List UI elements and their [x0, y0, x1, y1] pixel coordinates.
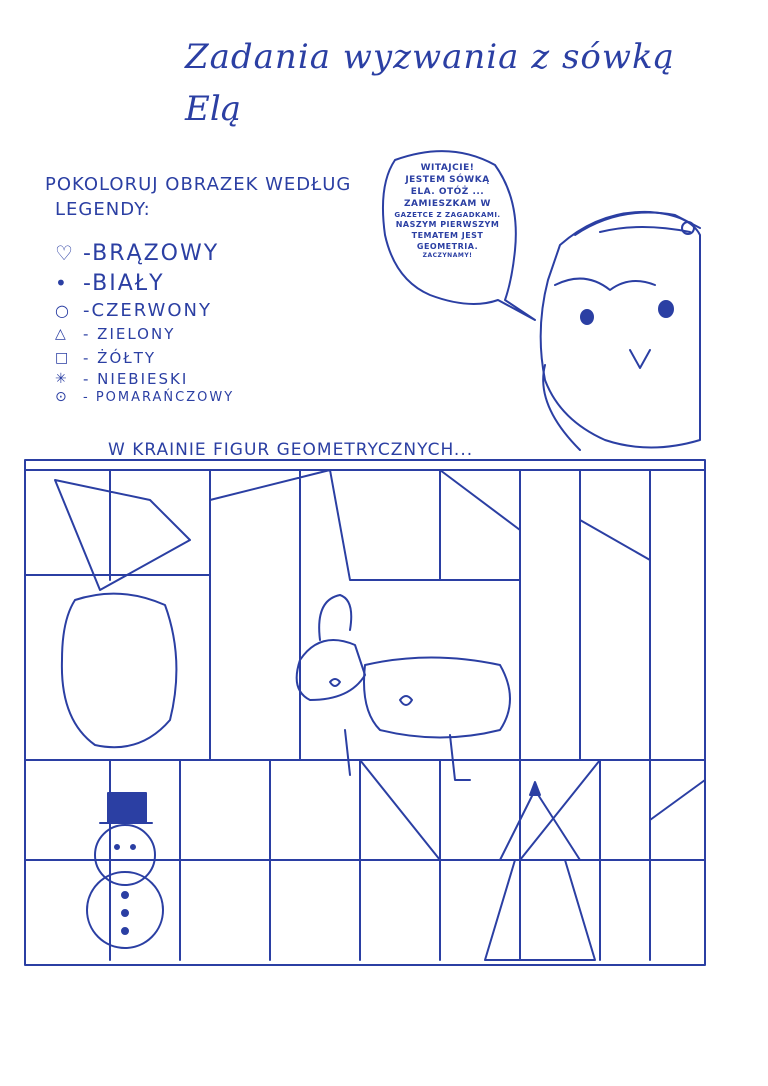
bubble-line: ELA. OTÓŻ ...	[410, 187, 485, 198]
legend-row-orange: ⊙ - POMARAŃCZOWY	[55, 388, 234, 406]
bubble-line: GEOMETRIA.	[416, 241, 479, 251]
owl-head	[539, 210, 701, 449]
legend-row-red: ○ -CZERWONY	[55, 298, 234, 322]
bubble-line: GAZETCE Z ZAGADKAMI.	[394, 210, 501, 219]
legend-label: - NIEBIESKI	[83, 370, 189, 388]
patchwork-lines	[24, 469, 706, 961]
cloud-shape	[60, 592, 178, 749]
christmas-tree	[484, 781, 596, 961]
reindeer	[295, 594, 511, 781]
instructions-line-2: LEGENDY:	[55, 199, 151, 221]
owl-hat	[574, 211, 701, 236]
legend-label: - ZIELONY	[83, 325, 176, 343]
legend-row-green: △ - ZIELONY	[55, 322, 234, 346]
bubble-line: ZAMIESZKAM W	[404, 199, 491, 210]
owl-wing	[542, 364, 581, 451]
title-line-2: Elą	[185, 89, 241, 129]
hat-pompom-icon	[681, 221, 695, 235]
legend-label: -BIAŁY	[83, 270, 165, 296]
owl-eye-right	[658, 300, 674, 318]
snowman	[86, 792, 164, 949]
bubble-line: TEMATEM JEST	[411, 230, 484, 240]
circle-icon: ○	[55, 300, 69, 320]
instructions-line-1: POKOLORUJ OBRAZEK WEDŁUG	[45, 174, 352, 195]
instructions: POKOLORUJ OBRAZEK WEDŁUG LEGENDY:	[45, 172, 351, 222]
color-legend: ♡ -BRĄZOWY • -BIAŁY ○ -CZERWONY △ - ZIEL…	[55, 238, 234, 406]
dotted-circle-icon: ⊙	[55, 389, 67, 405]
triangle-icon: △	[55, 326, 66, 342]
title-line-1: Zadania wyzwania z sówką	[185, 37, 675, 77]
legend-label: -CZERWONY	[83, 299, 212, 321]
owl-brow	[554, 277, 656, 291]
bubble-line: ZACZYNAMY!	[422, 252, 473, 260]
legend-row-white: • -BIAŁY	[55, 268, 234, 298]
bubble-line: NASZYM PIERWSZYM	[395, 220, 500, 229]
asterisk-icon: ✳	[55, 371, 67, 387]
bubble-line: JESTEM SÓWKĄ	[405, 175, 490, 186]
heart-icon: ♡	[55, 241, 73, 265]
speech-bubble	[382, 150, 536, 321]
patchwork-frame	[24, 459, 706, 966]
square-icon: □	[55, 350, 69, 366]
picture-banner: W KRAINIE FIGUR GEOMETRYCZNYCH...	[108, 440, 474, 460]
bubble-line: WITAJCIE!	[420, 163, 475, 173]
dot-icon: •	[55, 271, 67, 295]
legend-label: - POMARAŃCZOWY	[83, 389, 235, 405]
legend-row-blue: ✳ - NIEBIESKI	[55, 370, 234, 388]
speech-bubble-text: WITAJCIE! JESTEM SÓWKĄ ELA. OTÓŻ ... ZAM…	[385, 162, 510, 260]
legend-row-brown: ♡ -BRĄZOWY	[55, 238, 234, 268]
legend-label: - ŻÓŁTY	[83, 349, 157, 367]
legend-row-yellow: □ - ŻÓŁTY	[55, 346, 234, 370]
legend-label: -BRĄZOWY	[83, 240, 220, 266]
owl-eye-left	[580, 309, 594, 325]
owl-beak	[629, 349, 651, 369]
